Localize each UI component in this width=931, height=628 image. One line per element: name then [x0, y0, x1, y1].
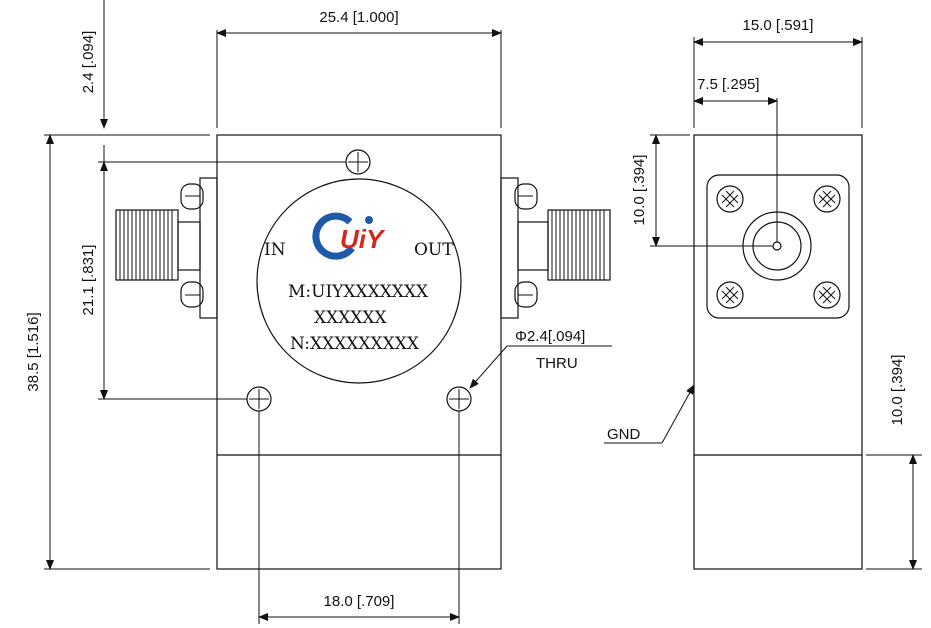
bottom-right-hole [446, 386, 472, 412]
dim-width-main: 25.4 [1.000] [319, 9, 398, 26]
dim-height-total: 38.5 [1.516] [25, 312, 42, 391]
bottom-left-hole [246, 386, 272, 412]
port-in-label: IN [264, 240, 286, 260]
dim-top-offset: 2.4 [.094] [80, 31, 97, 94]
right-connector [500, 177, 611, 319]
body-outline [216, 134, 502, 570]
left-connector [115, 177, 218, 319]
side-body-outline [693, 134, 863, 570]
serial-text: N:XXXXXXXXX [290, 334, 420, 354]
dim-side-top: 10.0 [.394] [631, 155, 648, 226]
logo-arc [312, 212, 355, 260]
flange-screw-bl [716, 281, 744, 309]
flange-screw-br [813, 281, 841, 309]
gnd-label: GND [607, 426, 641, 443]
dim-side-bottom: 10.0 [.394] [889, 355, 906, 426]
dim-side-half: 7.5 [.295] [697, 76, 760, 93]
label-circle [256, 178, 462, 384]
front-view: UiY IN OUT M:UIYXXXXXXX XXXXXX N:XXXXXXX… [25, 0, 612, 624]
dim-hole-spacing: 18.0 [.709] [324, 593, 395, 610]
top-hole [345, 149, 371, 175]
middle-text: XXXXXX [314, 308, 388, 328]
dim-side-width: 15.0 [.591] [743, 17, 814, 34]
dim-connector-spacing: 21.1 [.831] [80, 245, 97, 316]
hole-thru-label: THRU [536, 355, 578, 372]
logo: UiY [312, 212, 386, 260]
model-text: M:UIYXXXXXXX [288, 282, 429, 302]
flange-screw-tr [813, 185, 841, 213]
hole-dia-label: Φ2.4[.094] [515, 328, 585, 345]
flange-screw-tl [716, 185, 744, 213]
side-view: 15.0 [.591] 7.5 [.295] 10.0 [.394] 10.0 … [604, 17, 922, 570]
logo-text: UiY [340, 224, 386, 254]
port-out-label: OUT [414, 240, 454, 260]
